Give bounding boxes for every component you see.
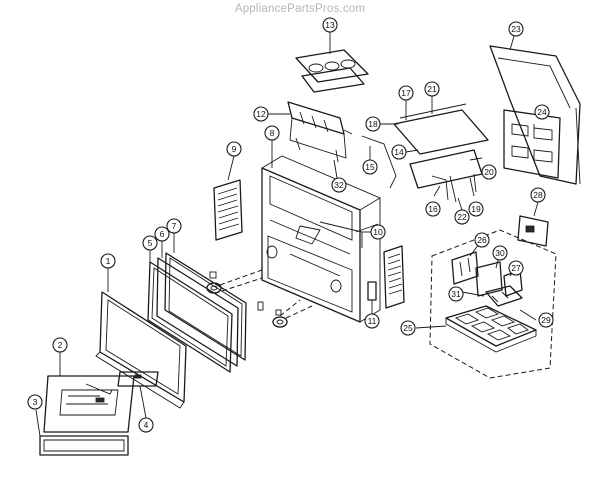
svg-text:14: 14 — [394, 147, 404, 157]
svg-text:6: 6 — [160, 229, 165, 239]
part-rear-rails — [361, 103, 489, 203]
svg-text:17: 17 — [401, 88, 411, 98]
callout-21: 21 — [424, 81, 440, 97]
svg-text:9: 9 — [232, 144, 237, 154]
svg-text:3: 3 — [33, 397, 38, 407]
callout-11: 11 — [364, 313, 380, 329]
svg-text:32: 32 — [334, 180, 344, 190]
part-top-mirror — [295, 49, 369, 93]
svg-text:24: 24 — [537, 107, 547, 117]
svg-text:20: 20 — [484, 167, 494, 177]
part-rear-cover — [489, 45, 581, 185]
callout-9: 9 — [226, 141, 242, 157]
callout-14: 14 — [391, 144, 407, 160]
watermark: AppliancePartsPros.com — [234, 3, 366, 15]
callout-10: 10 — [370, 224, 386, 240]
callout-17: 17 — [398, 85, 414, 101]
callout-6: 6 — [154, 226, 170, 242]
callout-23: 23 — [508, 21, 524, 37]
callout-22: 22 — [454, 209, 470, 225]
svg-text:30: 30 — [495, 248, 505, 258]
svg-text:1: 1 — [106, 256, 111, 266]
callout-25: 25 — [400, 320, 416, 336]
callout-3: 3 — [27, 394, 43, 410]
svg-text:4: 4 — [144, 420, 149, 430]
svg-text:11: 11 — [368, 316, 377, 326]
part-side-grille — [213, 179, 243, 241]
part-screen-lens — [147, 261, 233, 373]
svg-text:29: 29 — [541, 315, 551, 325]
callout-8: 8 — [264, 125, 280, 141]
callout-20: 20 — [481, 164, 497, 180]
part-small-bracket — [367, 281, 377, 301]
subassembly-outline — [429, 229, 557, 379]
svg-text:23: 23 — [511, 24, 521, 34]
callout-30: 30 — [492, 245, 508, 261]
svg-text:22: 22 — [457, 212, 467, 222]
svg-text:8: 8 — [270, 128, 275, 138]
svg-text:27: 27 — [511, 263, 521, 273]
callout-26: 26 — [474, 232, 490, 248]
part-mirror-holder — [287, 101, 353, 163]
callout-13: 13 — [322, 17, 338, 33]
svg-text:12: 12 — [256, 109, 266, 119]
svg-text:15: 15 — [365, 162, 375, 172]
part-base-tray — [445, 305, 537, 353]
svg-text:28: 28 — [533, 190, 543, 200]
callout-24: 24 — [534, 104, 550, 120]
callout-18: 18 — [365, 116, 381, 132]
svg-text:18: 18 — [368, 119, 378, 129]
svg-text:10: 10 — [373, 227, 383, 237]
callout-1: 1 — [100, 253, 116, 269]
svg-text:25: 25 — [403, 323, 413, 333]
callout-15: 15 — [362, 159, 378, 175]
callout-27: 27 — [508, 260, 524, 276]
callout-28: 28 — [530, 187, 546, 203]
svg-text:7: 7 — [172, 221, 177, 231]
part-left-speaker-assy — [206, 269, 313, 328]
part-panel-6 — [156, 257, 239, 367]
svg-text:21: 21 — [427, 84, 437, 94]
part-lower-front-panel — [43, 375, 135, 433]
svg-text:19: 19 — [471, 204, 481, 214]
svg-text:5: 5 — [148, 238, 153, 248]
callout-29: 29 — [538, 312, 554, 328]
callout-19: 19 — [468, 201, 484, 217]
part-front-bezel — [95, 291, 187, 409]
callout-5: 5 — [142, 235, 158, 251]
part-rear-grille — [383, 245, 405, 309]
part-circuit-boards — [451, 251, 523, 307]
part-bottom-trim — [39, 435, 129, 456]
callout-32: 32 — [331, 177, 347, 193]
svg-text:16: 16 — [428, 204, 438, 214]
part-small-module — [517, 215, 549, 247]
svg-text:26: 26 — [477, 235, 487, 245]
callout-16: 16 — [425, 201, 441, 217]
part-panel-7 — [164, 252, 247, 361]
svg-text:2: 2 — [58, 340, 63, 350]
part-rear-vent-panel — [503, 109, 561, 179]
svg-text:31: 31 — [451, 289, 461, 299]
callout-2: 2 — [52, 337, 68, 353]
callout-7: 7 — [166, 218, 182, 234]
callout-4: 4 — [138, 417, 154, 433]
svg-text:13: 13 — [325, 20, 335, 30]
callout-31: 31 — [448, 286, 464, 302]
callout-12: 12 — [253, 106, 269, 122]
leader-lines — [35, 32, 539, 437]
